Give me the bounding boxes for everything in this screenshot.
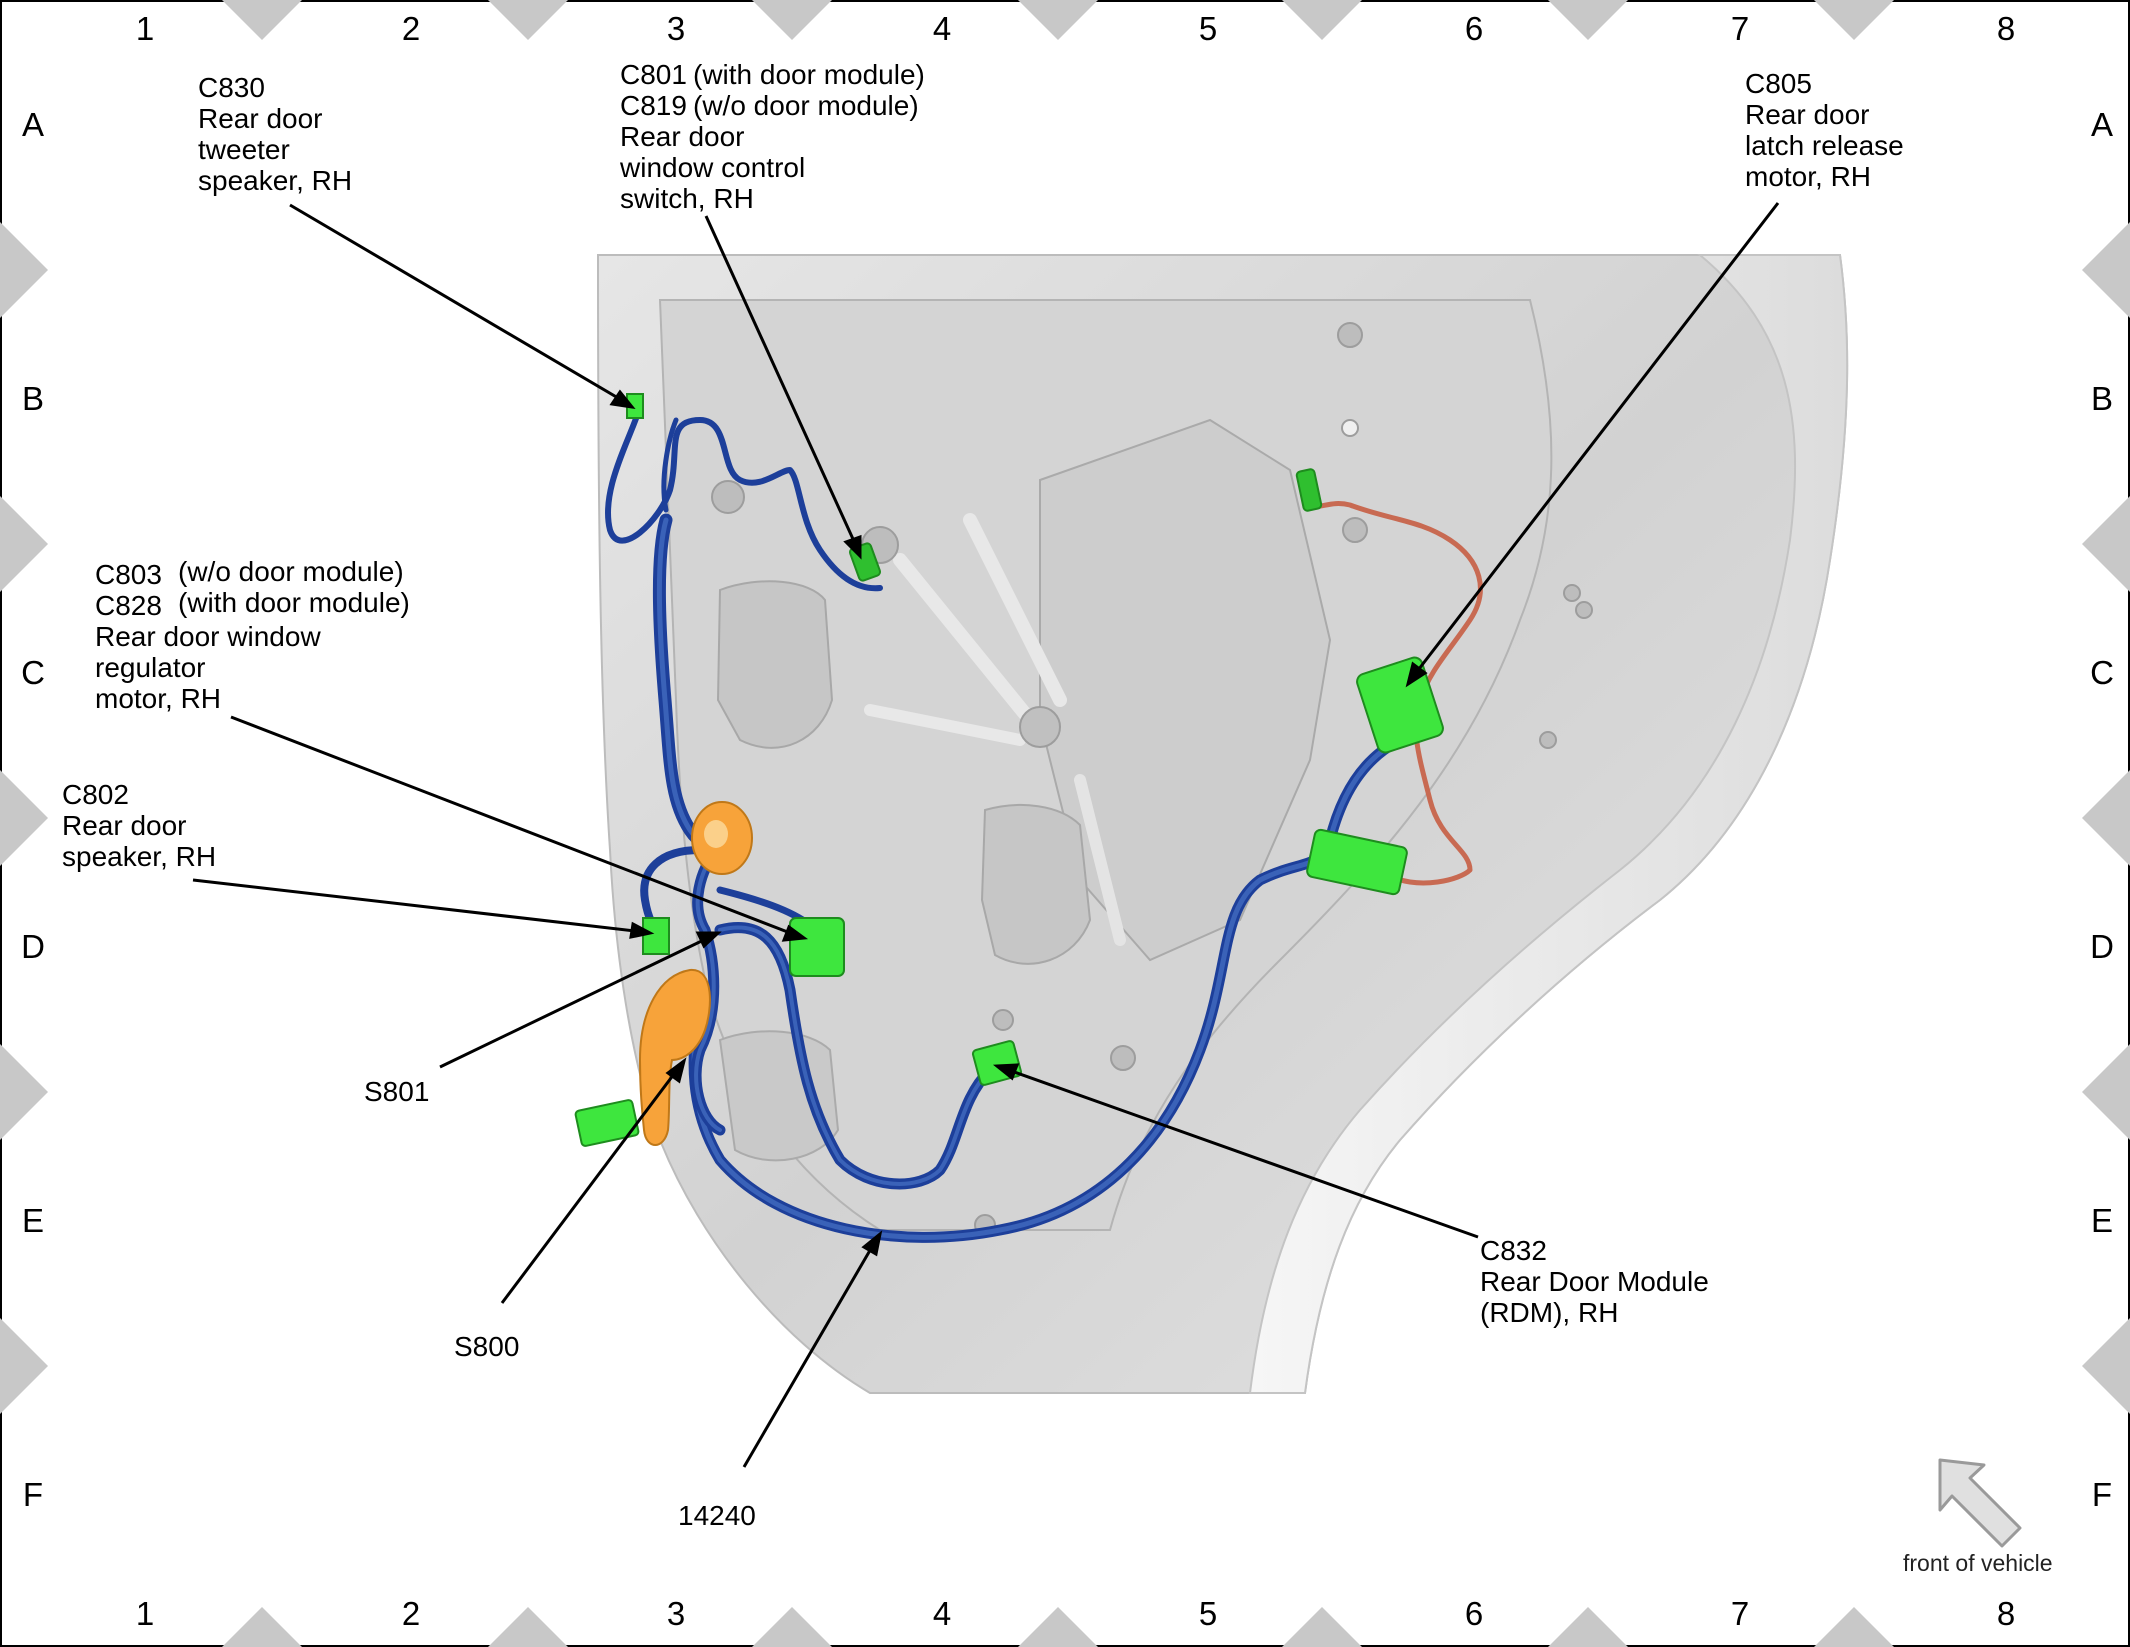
grid-row-labels-left: A B C D E F [21,106,45,1513]
callout-c802-line-2: Rear door [62,810,187,841]
grid-row-f: F [2092,1476,2112,1513]
grid-col-3: 3 [667,10,685,47]
grid-row-c: C [21,654,45,691]
grid-col-4: 4 [933,10,951,47]
callout-c805: C805 Rear door latch release motor, RH [1745,68,1904,192]
callout-c805-line-4: motor, RH [1745,161,1871,192]
grid-col-8: 8 [1997,1595,2015,1632]
connectors [574,393,1444,1147]
callout-c803-line-1: C803 [95,559,162,590]
connector-c805-lead [1295,468,1323,512]
grid-col-6: 6 [1465,1595,1483,1632]
callout-c801-line-3: Rear door [620,121,745,152]
grid-col-3: 3 [667,1595,685,1632]
callout-c802-line-1: C802 [62,779,129,810]
callout-c801-note-1: (with door module) [693,59,925,90]
callout-c803-note-2: (with door module) [178,587,410,618]
grid-col-5: 5 [1199,10,1217,47]
callout-c801: C801 (with door module) C819 (w/o door m… [619,59,925,214]
grid-row-f: F [23,1476,43,1513]
callout-c801-line-1: C801 [620,59,687,90]
front-arrow-icon [1938,1458,2022,1548]
grid-row-e: E [22,1202,44,1239]
splice-s800 [638,968,711,1146]
callout-harness-14240: 14240 [678,1500,756,1531]
callout-c803-note-1: (w/o door module) [178,556,404,587]
callout-c805-line-3: latch release [1745,130,1904,161]
callout-c832-line-3: (RDM), RH [1480,1297,1618,1328]
grid-col-2: 2 [402,10,420,47]
callout-s801: S801 [364,1076,429,1107]
grid-col-2: 2 [402,1595,420,1632]
callout-c802-line-3: speaker, RH [62,841,216,872]
front-of-vehicle-label: front of vehicle [1903,1550,2053,1576]
callout-c803-line-5: motor, RH [95,683,221,714]
grid-col-6: 6 [1465,10,1483,47]
grid-col-1: 1 [136,10,154,47]
callout-c832-line-2: Rear Door Module [1480,1266,1709,1297]
connector-c803 [789,917,845,977]
callout-c805-line-2: Rear door [1745,99,1870,130]
callout-c830-line-3: tweeter [198,134,290,165]
callout-c803-line-2: C828 [95,590,162,621]
grid-col-5: 5 [1199,1595,1217,1632]
callout-c803-line-4: regulator [95,652,206,683]
callout-c830-line-4: speaker, RH [198,165,352,196]
connector-s800-branch [574,1099,640,1147]
connector-latch-secondary [1306,828,1408,896]
leader-lines [192,202,1780,1468]
grid-col-7: 7 [1731,1595,1749,1632]
callout-c830: C830 Rear door tweeter speaker, RH [198,72,352,196]
splice-s801 [691,801,753,875]
callout-c832-line-1: C832 [1480,1235,1547,1266]
callout-c803: C803 (w/o door module) C828 (with door m… [95,556,410,714]
grid-row-a: A [22,106,44,143]
grid-row-labels-right: A B C D E F [2090,106,2114,1513]
grid-row-d: D [21,928,45,965]
callout-c803-line-3: Rear door window [95,621,321,652]
grid-row-b: B [22,380,44,417]
grid-col-4: 4 [933,1595,951,1632]
grid-column-labels-top: 1 2 3 4 5 6 7 8 [136,10,2015,47]
callout-c801-line-2: C819 [620,90,687,121]
rear-door-panel-illustration [596,254,1849,1394]
grid-row-b: B [2091,380,2113,417]
grid-row-e: E [2091,1202,2113,1239]
callout-c830-line-1: C830 [198,72,265,103]
callout-c801-note-2: (w/o door module) [693,90,919,121]
callout-c801-line-5: switch, RH [620,183,754,214]
callout-c832: C832 Rear Door Module (RDM), RH [1480,1235,1709,1328]
grid-row-c: C [2090,654,2114,691]
grid-row-a: A [2091,106,2113,143]
grid-row-d: D [2090,928,2114,965]
callout-c802: C802 Rear door speaker, RH [62,779,216,872]
grid-col-8: 8 [1997,10,2015,47]
callout-c801-line-4: window control [619,152,805,183]
grid-col-1: 1 [136,1595,154,1632]
grid-col-7: 7 [1731,10,1749,47]
callout-s800: S800 [454,1331,519,1362]
grid-column-labels-bottom: 1 2 3 4 5 6 7 8 [136,1595,2015,1632]
connector-c805 [1356,656,1444,754]
callout-c830-line-2: Rear door [198,103,323,134]
connector-c802 [642,917,670,955]
callout-c805-line-1: C805 [1745,68,1812,99]
